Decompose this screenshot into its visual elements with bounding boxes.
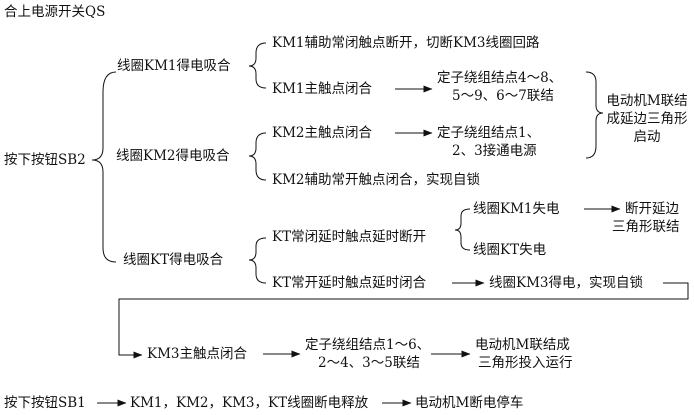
power-switch-label: 合上电源开关QS <box>4 4 106 20</box>
start-button-label: 按下按钮SB2 <box>4 152 86 168</box>
km1-brace <box>248 42 267 89</box>
km1-aux-contact-label: KM1辅助常闭触点断开，切断KM3线圈回路 <box>272 35 540 51</box>
kt-nc-brace <box>454 208 471 251</box>
motor-start-line-1: 电动机M联结 <box>606 93 688 109</box>
coil-km1-label: 线圈KM1得电吸合 <box>117 58 231 74</box>
km2-main-contact-label: KM2主触点闭合 <box>272 125 372 141</box>
coil-kt-label: 线圈KT得电吸合 <box>123 252 224 268</box>
stop-button-label: 按下按钮SB1 <box>4 395 86 411</box>
main-brace <box>91 71 117 263</box>
kt-brace <box>248 237 267 284</box>
km3-main-contact-label: KM3主触点闭合 <box>147 346 247 362</box>
motor-brace <box>585 71 604 159</box>
motor-start-line-2: 成延边三角形 <box>606 111 688 127</box>
stator-node-2-line-2: 2、3接通电源 <box>452 143 537 159</box>
feedback-loop <box>118 282 689 359</box>
kt-no-contact-label: KT常开延时触点延时闭合 <box>272 275 427 291</box>
km2-aux-contact-label: KM2辅助常开触点闭合，实现自锁 <box>272 172 480 188</box>
coils-release-label: KM1，KM2，KM3，KT线圈断电释放 <box>130 395 369 411</box>
km3-energize-label: 线圈KM3得电，实现自锁 <box>489 275 643 291</box>
break-delta-line-2: 三角形联结 <box>612 219 680 235</box>
stator-node-1-line-1: 定子绕组结点4～8、 <box>437 70 563 86</box>
km1-main-contact-label: KM1主触点闭合 <box>272 81 372 97</box>
motor-stop-label: 电动机M断电停车 <box>415 395 524 411</box>
break-delta-line-1: 断开延边 <box>625 201 679 217</box>
coil-km2-label: 线圈KM2得电吸合 <box>116 148 230 164</box>
km2-brace <box>248 132 267 181</box>
stator-node-2-line-1: 定子绕组结点1、 <box>437 125 541 141</box>
kt-deenergize-label: 线圈KT失电 <box>473 242 547 258</box>
kt-nc-contact-label: KT常闭延时触点延时断开 <box>272 229 427 245</box>
km1-deenergize-label: 线圈KM1失电 <box>473 201 560 217</box>
delta-run-line-1: 电动机M联结成 <box>475 337 570 353</box>
delta-run-line-2: 三角形投入运行 <box>478 355 573 371</box>
stator-node-3-line-1: 定子绕组结点1～6、 <box>305 337 431 353</box>
stator-node-3-line-2: 2～4、3～5联结 <box>318 355 420 371</box>
motor-start-line-3: 启动 <box>633 129 661 145</box>
stator-node-1-line-2: 5～9、6～7联结 <box>452 88 554 104</box>
